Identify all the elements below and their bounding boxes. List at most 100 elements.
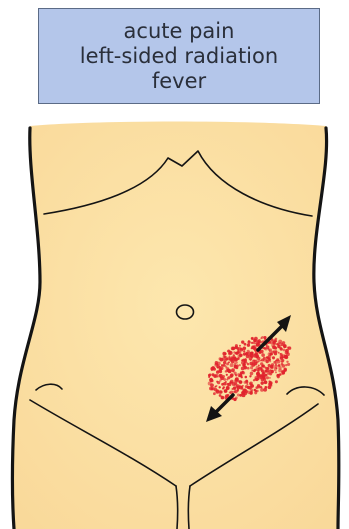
pain-dot (226, 374, 228, 376)
pain-dot (239, 345, 241, 347)
pain-dot (266, 356, 268, 358)
pain-dot (215, 361, 218, 364)
pain-dot (282, 341, 286, 345)
pain-dot (235, 397, 238, 400)
pain-dot (278, 352, 280, 354)
pain-dot (231, 388, 233, 390)
pain-dot (234, 363, 236, 365)
pain-dot (259, 376, 262, 379)
pain-dot (252, 362, 256, 366)
pain-dot (221, 383, 224, 386)
pain-dot (242, 359, 245, 362)
pain-dot (286, 356, 288, 358)
pain-dot (278, 364, 281, 367)
pain-dot (238, 347, 240, 349)
pain-dot (279, 342, 281, 344)
symptom-box: acute pain left-sided radiation fever (38, 8, 320, 104)
pain-dot (235, 375, 237, 377)
pain-dot (219, 390, 223, 394)
torso-skin (13, 122, 339, 529)
pain-dot (261, 369, 264, 372)
pain-dot (253, 342, 256, 345)
pain-dot (246, 383, 248, 385)
pain-dot (248, 386, 252, 390)
pain-dot (230, 373, 234, 377)
pain-dot (245, 380, 248, 383)
pain-dot (219, 366, 221, 368)
pain-dot (277, 375, 280, 378)
pain-dot (266, 376, 269, 379)
pain-dot (220, 376, 222, 378)
pain-dot (231, 347, 235, 351)
pain-dot (219, 379, 221, 381)
pain-dot (272, 356, 275, 359)
pain-dot (230, 363, 234, 367)
pain-dot (269, 377, 271, 379)
pain-dot (271, 351, 274, 354)
pain-dot (241, 340, 244, 343)
pain-dot (283, 368, 286, 371)
pain-dot (234, 346, 237, 349)
pain-dot (251, 337, 254, 340)
pain-dot (275, 350, 277, 352)
pain-dot (233, 390, 236, 393)
pain-dot (283, 346, 285, 348)
pain-dot (260, 360, 262, 362)
pain-dot (228, 369, 232, 373)
pain-dot (216, 381, 218, 383)
pain-dot (225, 394, 229, 398)
pain-dot (283, 349, 286, 352)
pain-dot (219, 370, 222, 373)
pain-dot (227, 350, 229, 352)
pain-dot (250, 372, 254, 376)
pain-dot (239, 380, 242, 383)
pain-dot (254, 369, 257, 372)
pain-dot (243, 389, 247, 393)
pain-dot (285, 351, 289, 355)
pain-dot (224, 390, 226, 392)
pain-dot (255, 390, 257, 392)
pain-dot (260, 381, 263, 384)
pain-dot (249, 359, 251, 361)
pain-dot (244, 343, 247, 346)
pain-dot (260, 362, 263, 365)
pain-dot (281, 361, 283, 363)
pain-dot (234, 372, 237, 375)
pain-dot (244, 366, 247, 369)
pain-dot (217, 366, 219, 368)
pain-dot (221, 364, 223, 366)
pain-dot (240, 347, 242, 349)
pain-dot (264, 380, 268, 384)
pain-dot (267, 348, 269, 350)
pain-dot (226, 362, 229, 365)
pain-dot (236, 362, 238, 364)
pain-dot (229, 350, 232, 353)
pain-dot (247, 344, 250, 347)
pain-dot (237, 373, 240, 376)
pain-dot (249, 342, 251, 344)
pain-dot (216, 385, 218, 387)
pain-dot (265, 374, 268, 377)
pain-dot (257, 384, 260, 387)
pain-dot (247, 367, 250, 370)
pain-dot (223, 386, 225, 388)
pain-dot (269, 381, 273, 385)
pain-dot (270, 372, 273, 375)
pain-dot (282, 364, 286, 368)
pain-dot (214, 388, 217, 391)
pain-dot (280, 348, 283, 351)
pain-dot (275, 371, 277, 373)
pain-dot (235, 366, 238, 369)
pain-dot (245, 376, 248, 379)
pain-dot (258, 339, 261, 342)
pain-dot (213, 392, 216, 395)
pain-dot (269, 350, 271, 352)
pain-dot (239, 364, 241, 366)
symptom-left-sided-radiation: left-sided radiation (80, 44, 278, 69)
pain-dot (253, 345, 257, 349)
pain-dot (251, 347, 253, 349)
pain-dot (256, 366, 260, 370)
pain-dot (224, 356, 227, 359)
pain-dot (270, 366, 274, 370)
pain-dot (268, 364, 271, 367)
